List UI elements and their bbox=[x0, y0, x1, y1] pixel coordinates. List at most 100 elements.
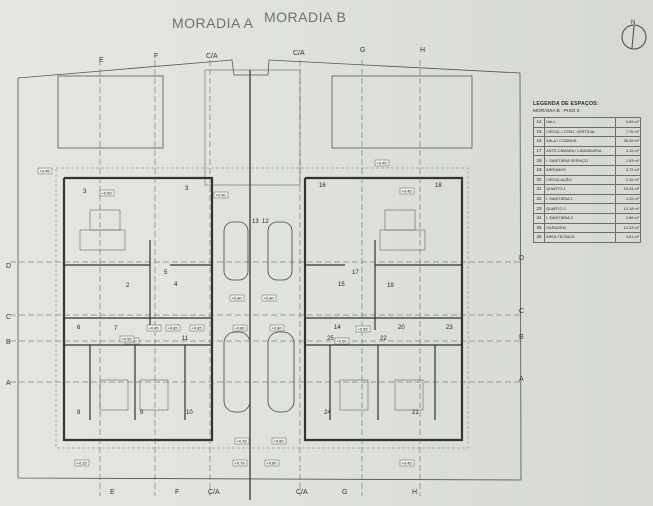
legend-number: 22 bbox=[533, 193, 545, 205]
title-moradia-a: MORADIA A bbox=[172, 15, 254, 31]
level-tag: +0.80 bbox=[232, 296, 243, 301]
level-tag-box bbox=[189, 324, 205, 332]
level-tag: +0.85 bbox=[168, 326, 179, 331]
legend-name: GARAGEM bbox=[544, 222, 616, 234]
axis-bottom-f: F bbox=[175, 489, 179, 496]
level-tag-box bbox=[399, 187, 415, 195]
level-tag-box bbox=[261, 294, 277, 302]
axis-right-c: C bbox=[519, 308, 524, 315]
legend-number: 25 bbox=[533, 222, 545, 234]
furniture bbox=[79, 209, 426, 411]
axis-right-d: D bbox=[519, 255, 524, 262]
legend-subheading: MORADIA B - PISO 0 bbox=[533, 109, 580, 114]
level-tag-box bbox=[271, 437, 287, 445]
site-boundary bbox=[17, 59, 522, 481]
level-tag: +0.45 bbox=[149, 326, 160, 331]
axis-left-a: A bbox=[6, 380, 11, 387]
axis-right-b: B bbox=[519, 334, 524, 341]
legend-area: 3.15 m² bbox=[615, 145, 641, 157]
legend-number: 24 bbox=[533, 212, 545, 224]
terrace-outline bbox=[55, 167, 469, 449]
level-tag-box bbox=[99, 189, 115, 197]
legend-number: 21 bbox=[533, 184, 545, 195]
legend-number: 26 bbox=[533, 232, 545, 243]
axis-bottom-e: E bbox=[110, 489, 115, 496]
level-tag-box bbox=[374, 159, 390, 167]
axis-left-b: B bbox=[6, 339, 11, 346]
level-tag-box bbox=[146, 324, 162, 332]
room-number: 3 bbox=[83, 189, 87, 195]
legend-name: SALA / COZINHA bbox=[544, 136, 616, 147]
legend-name: I. SANITÁRIA SERVIÇO bbox=[544, 155, 616, 166]
room-number: 11 bbox=[182, 336, 189, 342]
legend-name: I. SANITÁRIA 1 bbox=[544, 193, 616, 205]
level-tag: +0.45 bbox=[402, 461, 413, 466]
legend-area: 2.53 m² bbox=[615, 155, 641, 166]
legend-name: I. SANITÁRIA 2 bbox=[544, 212, 616, 224]
axis-top-g: G bbox=[360, 47, 365, 54]
grid-axes bbox=[10, 60, 522, 496]
legend-area: 36.59 m² bbox=[615, 136, 641, 147]
room-number: 17 bbox=[352, 270, 359, 276]
level-tag-box bbox=[119, 335, 135, 343]
level-tag: +0.45 bbox=[402, 189, 413, 194]
axis-top-ca2: C/A bbox=[293, 50, 305, 57]
legend-area: 14.33 m² bbox=[615, 222, 641, 234]
legend-number: 19 bbox=[533, 164, 545, 176]
room-number: 14 bbox=[334, 325, 341, 331]
level-tag: +0.55 bbox=[358, 327, 369, 332]
level-tag: +0.80 bbox=[267, 461, 278, 466]
legend-area: 4.59 m² bbox=[615, 117, 641, 128]
level-tag: +0.80 bbox=[274, 439, 285, 444]
room-number: 25 bbox=[327, 336, 334, 342]
upper-block-b bbox=[331, 75, 473, 149]
level-tag: +0.78 bbox=[235, 461, 246, 466]
axis-bottom-ca1: C/A bbox=[208, 489, 220, 496]
level-tag: +0.45 bbox=[377, 161, 388, 166]
room-number: 8 bbox=[77, 410, 81, 416]
level-tag-box bbox=[213, 191, 229, 199]
legend-name: CIRCULAÇÃO bbox=[544, 174, 616, 186]
level-tag-box bbox=[232, 459, 248, 467]
legend-number: 23 bbox=[533, 203, 545, 214]
room-number: 6 bbox=[77, 325, 81, 331]
level-tag: +0.50 bbox=[216, 193, 227, 198]
level-tag: +0.50 bbox=[102, 191, 113, 196]
cars bbox=[223, 221, 295, 413]
legend-name: ANTE-CÂMARA / LAVANDARIA bbox=[544, 145, 616, 157]
level-tag-box bbox=[399, 459, 415, 467]
room-number: 12 bbox=[262, 219, 269, 225]
legend-name: ARRUMOS bbox=[544, 164, 616, 176]
room-number: 13 bbox=[252, 219, 259, 225]
level-tag: +0.15 bbox=[77, 461, 88, 466]
level-tag-box bbox=[232, 324, 248, 332]
room-number: 7 bbox=[114, 326, 118, 332]
level-tag: +0.55 bbox=[122, 337, 133, 342]
level-tag-box bbox=[264, 459, 280, 467]
level-tag-box bbox=[74, 459, 90, 467]
level-tag: +0.80 bbox=[264, 296, 275, 301]
legend-number: 20 bbox=[533, 174, 545, 186]
room-number: 15 bbox=[338, 282, 345, 288]
axis-right-a: A bbox=[519, 376, 524, 383]
level-tag: +0.50 bbox=[337, 339, 348, 344]
room-number: 16 bbox=[319, 183, 326, 189]
legend-area: 7.76 m² bbox=[615, 126, 641, 138]
legend-number: 16 bbox=[533, 136, 545, 147]
legend-area: 4.51 m² bbox=[615, 232, 641, 243]
room-legend: LEGENDA DE ESPAÇOS: MORADIA B - PISO 0 1… bbox=[533, 101, 641, 243]
house-b-outline bbox=[303, 176, 464, 442]
walls-b bbox=[305, 240, 462, 420]
axis-bottom-ca2: C/A bbox=[296, 489, 308, 496]
room-number: 20 bbox=[398, 325, 405, 331]
room-number: 4 bbox=[174, 282, 178, 288]
